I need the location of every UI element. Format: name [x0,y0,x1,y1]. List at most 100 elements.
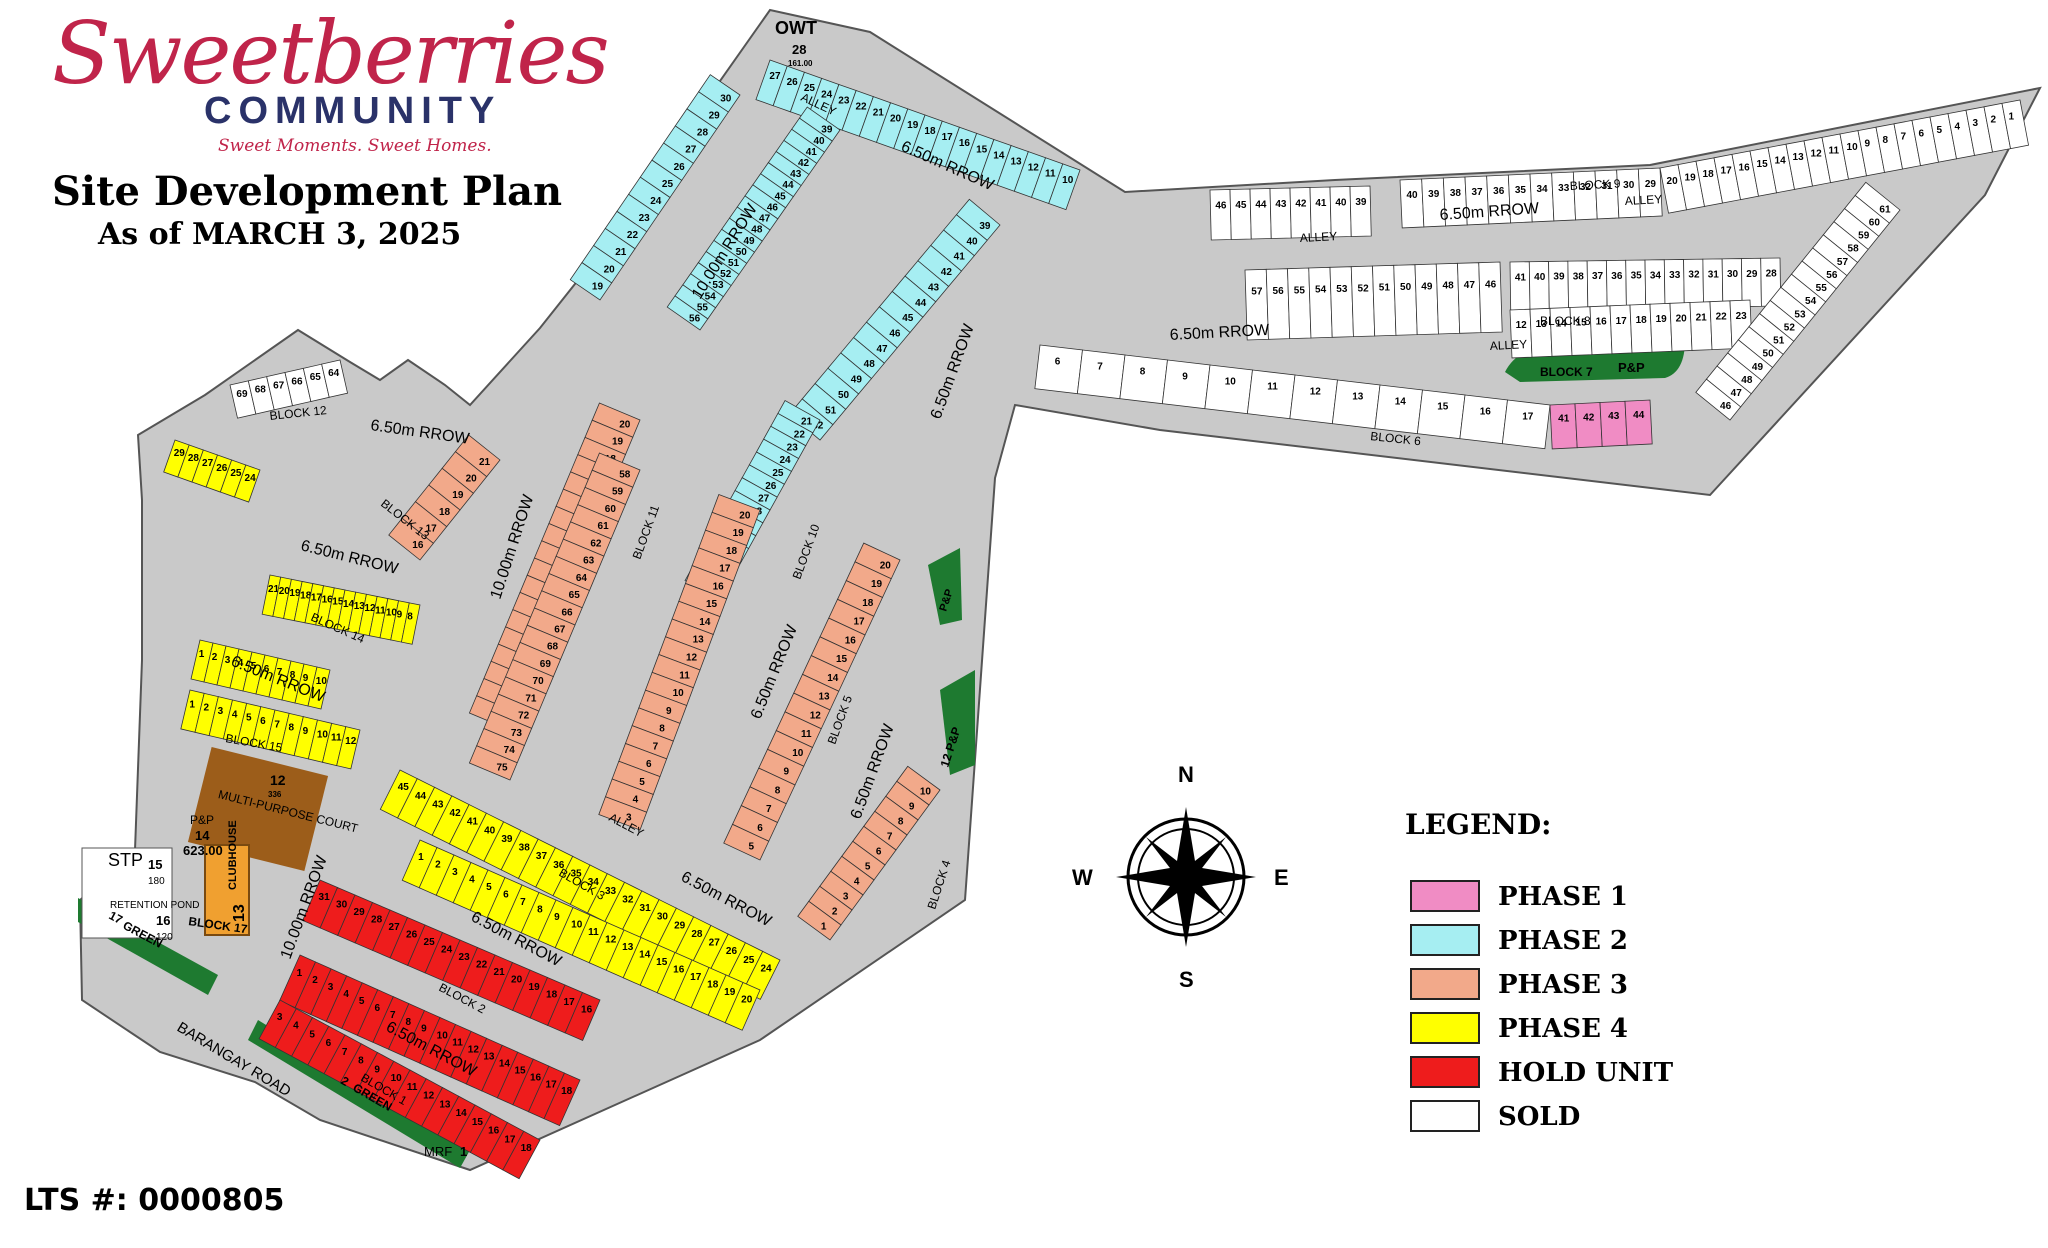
lot[interactable] [1721,258,1743,308]
lot[interactable] [1048,163,1081,211]
lot[interactable] [1629,303,1653,354]
road-label: ALLEY [1489,337,1527,353]
lot-number: 16 [1596,317,1608,328]
lot-number: 14 [639,949,651,960]
lot[interactable] [1161,359,1211,410]
lot[interactable] [1119,354,1168,405]
lot[interactable] [1076,349,1126,400]
lot-number: 27 [709,938,721,949]
lot[interactable] [1457,262,1482,334]
lot[interactable] [1741,257,1762,307]
lot[interactable] [797,900,842,941]
lot[interactable] [321,359,349,398]
lot[interactable] [724,981,761,1031]
lot-number: 71 [525,693,537,704]
lot[interactable] [1528,261,1550,311]
lot[interactable] [1269,187,1292,239]
lot-number: 13 [439,1099,451,1110]
lot-number: 12 [686,652,698,663]
lot[interactable] [1637,167,1663,218]
lot[interactable] [1350,265,1376,338]
lot[interactable] [598,796,648,831]
lot[interactable] [564,991,601,1041]
lot[interactable] [336,726,361,770]
lot[interactable] [1509,261,1531,311]
lot[interactable] [543,1072,581,1127]
lot[interactable] [2001,99,2030,150]
lot[interactable] [1393,264,1418,336]
lot[interactable] [234,464,261,503]
lot[interactable] [1308,266,1333,339]
lot-number: 6 [757,823,763,834]
lot[interactable] [468,745,518,781]
lot-number: 20 [890,114,902,125]
lot-number: 15 [1437,402,1449,413]
lot-number: 73 [511,728,523,739]
lot[interactable] [1567,260,1589,310]
lot[interactable] [1331,379,1381,430]
lot[interactable] [400,602,421,645]
lot[interactable] [1399,178,1425,229]
lot-number: 28 [188,453,200,464]
lot[interactable] [1709,300,1733,351]
lot-number: 5 [309,1029,315,1040]
lot[interactable] [1548,260,1569,310]
lot[interactable] [502,1130,541,1180]
lot[interactable] [1287,267,1312,340]
lot[interactable] [1478,261,1503,334]
lot[interactable] [1501,399,1551,450]
lot-number: 29 [174,448,186,459]
lot[interactable] [1209,189,1232,241]
lot[interactable] [1599,400,1628,447]
lot[interactable] [723,823,770,861]
lot[interactable] [569,262,613,301]
lot[interactable] [1289,374,1338,425]
lot[interactable] [666,295,709,331]
lot[interactable] [1609,304,1633,355]
lot[interactable] [1625,259,1647,309]
lot[interactable] [1586,260,1608,310]
lot-number: 16 [1739,162,1751,173]
lot[interactable] [1669,302,1693,352]
lot[interactable] [1416,389,1466,440]
lot-number: 19 [724,987,736,998]
lot[interactable] [1589,305,1613,356]
lot[interactable] [1329,266,1354,338]
lot[interactable] [1702,258,1724,308]
lot[interactable] [1624,399,1653,446]
lot[interactable] [1229,188,1252,240]
lot-number: 50 [736,247,748,258]
lot[interactable] [1435,262,1461,335]
lot[interactable] [1414,263,1439,336]
lot-number: 52 [812,421,824,432]
lot[interactable] [1249,188,1272,240]
lot[interactable] [1649,302,1673,353]
lot[interactable] [1459,394,1508,445]
lot-number: 22 [794,429,806,440]
lot[interactable] [1683,258,1704,308]
lot-number: 65 [310,372,322,383]
lot[interactable] [307,666,331,710]
lot[interactable] [1574,402,1603,449]
lot-number: 67 [273,381,285,392]
lot[interactable] [1265,268,1291,340]
lot[interactable] [388,517,434,561]
lot[interactable] [1374,384,1423,435]
lot[interactable] [1246,369,1296,420]
lot[interactable] [1695,378,1742,421]
lot-number: 65 [569,590,581,601]
lot[interactable] [1663,259,1685,309]
lot[interactable] [1644,259,1666,309]
green17-lot: 17 [107,908,126,927]
lot[interactable] [1549,403,1578,450]
lot[interactable] [1372,264,1397,337]
lot[interactable] [1034,344,1083,395]
lot[interactable] [1349,185,1372,237]
lot[interactable] [1689,301,1713,351]
lot[interactable] [1606,259,1627,309]
lot[interactable] [1204,364,1253,415]
legend-label: PHASE 4 [1498,1014,1629,1044]
lot-number: 19 [529,982,541,993]
lot-number: 5 [486,882,492,893]
lot-number: 49 [1752,362,1764,373]
